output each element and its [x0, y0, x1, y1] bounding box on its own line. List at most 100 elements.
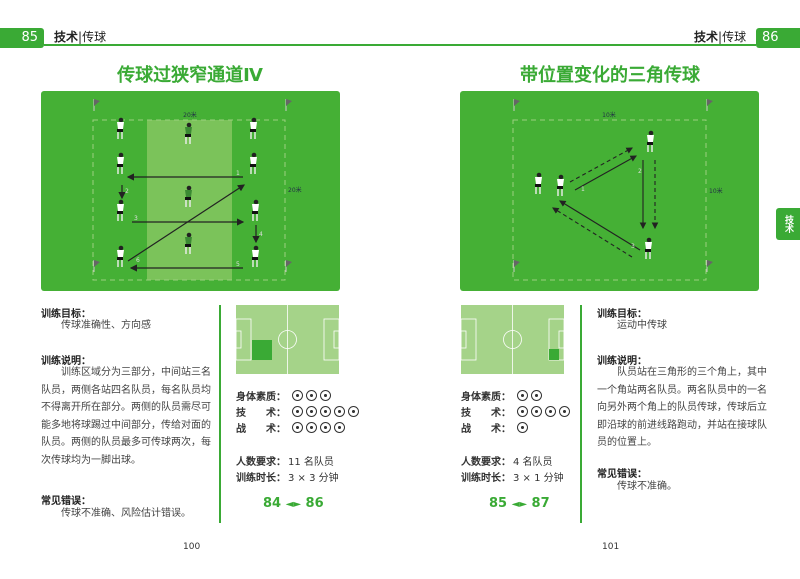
player-figure	[557, 174, 564, 196]
player-figure	[250, 152, 257, 174]
player-figure	[535, 172, 542, 194]
column-divider	[219, 305, 221, 523]
drill-diagram: 20米 20米 1 2 3 4 5 6	[41, 91, 340, 291]
column-divider	[580, 305, 582, 523]
mistakes-heading: 常见错误：	[597, 469, 647, 480]
rating-label: 战 术：	[236, 424, 286, 435]
training-duration: 训练时长：3 × 3 分钟	[236, 469, 339, 484]
soccer-ball-icon	[320, 422, 331, 433]
next-page-link[interactable]: 87	[531, 496, 550, 511]
page-title: 传球过狭窄通道Ⅳ	[117, 65, 263, 86]
player-figure	[250, 117, 257, 139]
breadcrumb-divider: |	[78, 30, 83, 44]
nav-arrows-icon: ◄►	[511, 499, 528, 510]
pass-arrows	[559, 155, 647, 251]
drill-diagram-svg: 20米 20米 1 2 3 4 5 6	[92, 99, 302, 281]
soccer-ball-icon	[320, 390, 331, 401]
rating-row: 战 术：	[461, 420, 529, 435]
soccer-ball-icon	[531, 390, 542, 401]
breadcrumb: 技术|传球	[694, 28, 746, 45]
players-value: 11 名队员	[288, 457, 334, 468]
pass-label: 6	[136, 257, 140, 264]
rating-row: 技 术：	[461, 404, 571, 419]
prev-page-link[interactable]: 84	[263, 496, 282, 511]
drill-diagram: 10米 10米 1 2 3	[460, 91, 759, 291]
duration-label: 训练时长：	[236, 473, 286, 484]
header-rule	[44, 44, 400, 46]
mistakes-text: 传球不准确、风险估计错误。	[61, 508, 191, 519]
corner-flag-icon	[706, 260, 713, 272]
goal-heading: 训练目标：	[597, 309, 647, 320]
prev-page-link[interactable]: 85	[489, 496, 508, 511]
page-number-box: 85	[0, 28, 44, 48]
soccer-ball-icon	[306, 406, 317, 417]
height-label: 20米	[288, 186, 302, 194]
goal-text: 传球准确性、方向感	[61, 320, 151, 331]
nav-arrows-icon: ◄►	[285, 499, 302, 510]
soccer-ball-icon	[559, 406, 570, 417]
boundary-dashed	[512, 119, 707, 281]
corner-flag-icon	[513, 260, 520, 272]
breadcrumb-divider: |	[718, 30, 723, 44]
width-label: 10米	[602, 111, 616, 119]
mistakes-heading: 常见错误：	[41, 496, 91, 507]
pass-label: 1	[581, 186, 585, 193]
mistakes-text: 传球不准确。	[617, 481, 677, 492]
soccer-ball-icon	[292, 390, 303, 401]
width-label: 20米	[183, 111, 197, 119]
soccer-ball-icon	[320, 406, 331, 417]
player-figure	[647, 130, 654, 152]
pass-label: 2	[638, 168, 642, 175]
section-side-tab[interactable]: 技术	[776, 208, 800, 240]
boundary-dashed	[92, 119, 286, 281]
corner-flag-icon	[93, 260, 100, 272]
pass-label: 1	[236, 170, 240, 177]
soccer-ball-icon	[334, 422, 345, 433]
players-label: 人数要求：	[236, 457, 286, 468]
soccer-ball-icon	[517, 390, 528, 401]
pass-labels: 1 2 3	[581, 168, 642, 250]
next-page-link[interactable]: 86	[305, 496, 324, 511]
players-label: 人数要求：	[461, 457, 511, 468]
pass-label: 2	[125, 188, 129, 195]
rating-row: 身体素质：	[461, 388, 543, 403]
rating-label: 身体素质：	[236, 392, 286, 403]
soccer-ball-icon	[517, 422, 528, 433]
breadcrumb-section: 技术	[694, 30, 719, 44]
soccer-ball-icon	[517, 406, 528, 417]
player-figure	[117, 152, 124, 174]
duration-value: 3 × 3 分钟	[288, 473, 339, 484]
page-nav[interactable]: 84 ◄► 86	[263, 496, 324, 511]
pass-labels: 1 2 3 4 5 6	[125, 170, 263, 268]
page-nav[interactable]: 85 ◄► 87	[489, 496, 550, 511]
player-figure	[252, 245, 259, 267]
soccer-ball-icon	[348, 406, 359, 417]
pitch-position-map	[461, 305, 564, 374]
page-box-number: 85	[21, 30, 38, 45]
page-number: 101	[602, 542, 620, 552]
player-figure	[185, 122, 192, 144]
corner-flag-icon	[285, 260, 292, 272]
breadcrumb: 技术|传球	[54, 28, 106, 45]
description-heading: 训练说明：	[597, 356, 647, 367]
breadcrumb-section: 技术	[54, 30, 79, 44]
pass-label: 5	[236, 261, 240, 268]
description-text: 训练区域分为三部分，中间站三名队员，两侧各站四名队员，每名队员均不得离开所在部分…	[41, 367, 211, 466]
corner-flag-icon	[706, 99, 713, 111]
height-label: 10米	[709, 187, 723, 195]
pitch-position-map	[236, 305, 339, 374]
rating-label: 战 术：	[461, 424, 511, 435]
drill-area-marker	[549, 349, 559, 360]
description-text: 队员站在三角形的三个角上，其中一个角站两名队员。两名队员中的一名向另外两个角上的…	[597, 367, 767, 448]
rating-label: 技 术：	[236, 408, 286, 419]
soccer-ball-icon	[334, 406, 345, 417]
corner-flag-icon	[285, 99, 292, 111]
player-figure	[252, 199, 259, 221]
pass-label: 3	[134, 215, 138, 222]
rating-row: 技 术：	[236, 404, 360, 419]
page-number: 100	[183, 542, 201, 552]
players-value: 4 名队员	[513, 457, 553, 468]
breadcrumb-topic: 传球	[82, 30, 107, 44]
duration-value: 3 × 1 分钟	[513, 473, 564, 484]
pass-label: 4	[259, 231, 263, 238]
